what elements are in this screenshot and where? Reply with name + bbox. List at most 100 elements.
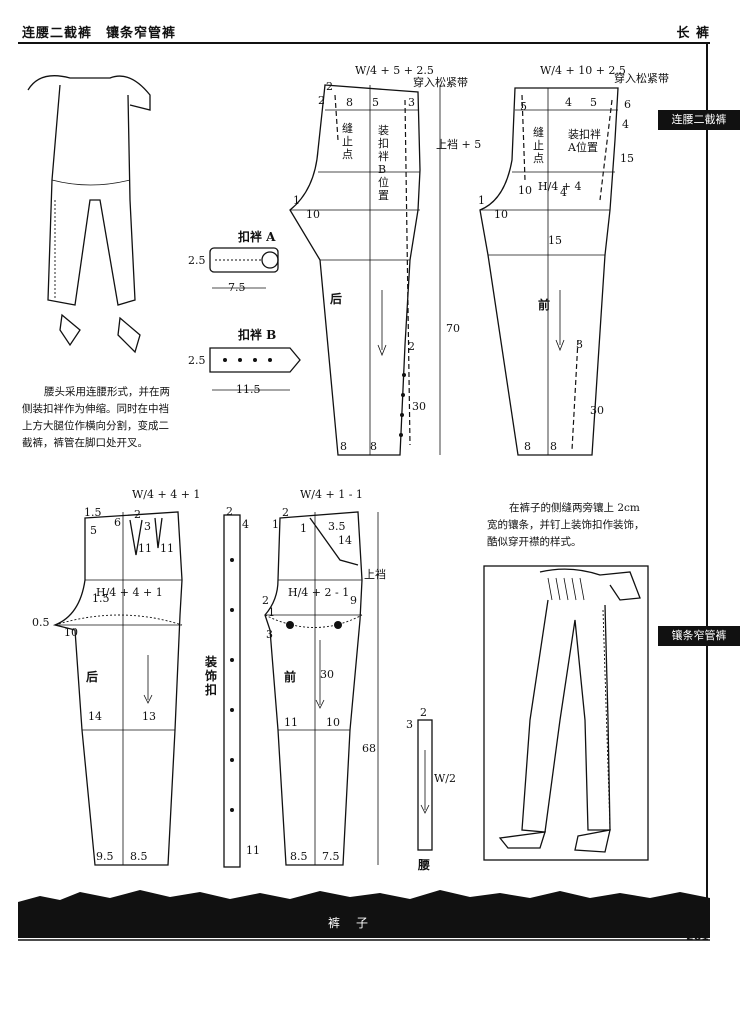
top-front-num-15a: 15 bbox=[620, 152, 634, 165]
bottom-front-num-1b: 1 bbox=[300, 522, 307, 535]
top-front-hem-8a: 8 bbox=[524, 440, 531, 453]
bottom-back-num-13: 13 bbox=[142, 710, 156, 723]
page-number: 261 bbox=[686, 930, 709, 943]
left-description-line-1: 腰头采用连腰形式，并在两 bbox=[44, 386, 170, 398]
tab-a-height: 2.5 bbox=[188, 254, 206, 267]
strip-num-2: 2 bbox=[226, 505, 233, 518]
top-front-num-3: 3 bbox=[576, 338, 583, 351]
waistband-label: 腰 bbox=[418, 858, 431, 872]
side-tab-1: 连腰二截裤 bbox=[658, 110, 740, 130]
waistband-num-2: 2 bbox=[420, 706, 427, 719]
top-back-elastic: 穿入松紧带 bbox=[413, 76, 468, 89]
bottom-back-hip-formula: H/4 + 4 + 1 bbox=[96, 586, 163, 599]
footer-band bbox=[18, 890, 710, 938]
top-back-hem-8b: 8 bbox=[370, 440, 377, 453]
bottom-front-num-1a: 1 bbox=[272, 518, 279, 531]
top-back-num-2b: 2 bbox=[326, 80, 333, 93]
bottom-back-num-11a: 11 bbox=[138, 542, 152, 555]
bottom-back-num-10: 10 bbox=[64, 626, 78, 639]
tab-b-title: 扣袢 B bbox=[238, 328, 277, 342]
bottom-front-num-8-5: 8.5 bbox=[290, 850, 308, 863]
bottom-back-num-2: 2 bbox=[134, 508, 141, 521]
top-back-slit: 30 bbox=[412, 400, 426, 413]
tab-b-height: 2.5 bbox=[188, 354, 206, 367]
header-left-title: 连腰二截裤 镶条窄管裤 bbox=[22, 26, 177, 41]
header-rule bbox=[18, 42, 710, 44]
strip-num-4: 4 bbox=[242, 518, 249, 531]
bottom-front-num-3-5: 3.5 bbox=[328, 520, 346, 533]
top-front-slit: 30 bbox=[590, 404, 604, 417]
bottom-front-num-11: 11 bbox=[284, 716, 298, 729]
bottom-front-num-10: 10 bbox=[326, 716, 340, 729]
deco-strip-label: 装饰扣 bbox=[205, 655, 218, 697]
bottom-back-num-5: 5 bbox=[90, 524, 97, 537]
footer-band-text: 裤 子 bbox=[328, 916, 371, 930]
bottom-back-num-14: 14 bbox=[88, 710, 102, 723]
bottom-front-hip-formula: H/4 + 2 - 1 bbox=[288, 586, 350, 599]
bottom-back-num-9-5: 9.5 bbox=[96, 850, 114, 863]
top-back-num-8: 8 bbox=[346, 96, 353, 109]
bottom-length: 68 bbox=[362, 742, 376, 755]
top-rise: 上裆 + 5 bbox=[436, 138, 482, 151]
right-description-line-2: 宽的镶条，并钉上装饰扣作装饰， bbox=[487, 519, 645, 531]
waistband-num-3: 3 bbox=[406, 718, 413, 731]
bottom-back-pattern bbox=[52, 511, 183, 866]
top-back-waist-formula: W/4 + 5 + 2.5 bbox=[355, 64, 434, 77]
top-front-stitch-point: 缝止点 bbox=[533, 126, 544, 165]
bottom-back-num-1-5b: 1.5 bbox=[92, 592, 110, 605]
bottom-back-num-11b: 11 bbox=[160, 542, 174, 555]
top-back-num-2c: 2 bbox=[408, 340, 415, 353]
top-back-num-1: 1 bbox=[293, 194, 300, 207]
bottom-front-pattern bbox=[264, 511, 379, 866]
top-front-num-10a: 10 bbox=[518, 184, 532, 197]
bottom-back-waist-formula: W/4 + 4 + 1 bbox=[132, 488, 201, 501]
right-margin-rule bbox=[706, 44, 708, 924]
bottom-front-num-9: 9 bbox=[350, 594, 357, 607]
bottom-back-num-0-5: 0.5 bbox=[32, 616, 50, 629]
figure-illustration-1 bbox=[27, 75, 151, 354]
tab-a-width: 7.5 bbox=[228, 281, 246, 294]
bottom-front-num-2b: 2 bbox=[262, 594, 269, 607]
right-description: 在裤子的侧缝两旁镶上 2cm 宽的镶条，并钉上装饰扣作装饰， 酷似穿开襟的样式。 bbox=[487, 500, 657, 551]
top-front-elastic: 穿入松紧带 bbox=[614, 72, 669, 85]
tab-b-drawing bbox=[209, 347, 301, 391]
top-back-num-5: 5 bbox=[372, 96, 379, 109]
top-front-hem-8b: 8 bbox=[550, 440, 557, 453]
waistband-formula: W/2 bbox=[434, 772, 457, 785]
top-back-tab-position: 装扣袢B位置 bbox=[378, 124, 389, 202]
top-back-hem-8a: 8 bbox=[340, 440, 347, 453]
bottom-front-label: 前 bbox=[284, 670, 297, 684]
bottom-front-num-1c: 1 bbox=[268, 606, 275, 619]
left-description-line-4: 截裤，裤管在脚口处开叉。 bbox=[22, 437, 148, 449]
bottom-front-num-7-5: 7.5 bbox=[322, 850, 340, 863]
top-front-num-5a: 5 bbox=[520, 100, 527, 113]
top-back-label: 后 bbox=[330, 292, 343, 306]
bottom-front-num-14: 14 bbox=[338, 534, 352, 547]
waistband-pattern bbox=[417, 719, 433, 851]
top-front-pattern bbox=[479, 87, 619, 456]
top-back-stitch-point: 缝止点 bbox=[342, 122, 353, 161]
tab-b-width: 11.5 bbox=[236, 383, 261, 396]
bottom-back-num-6: 6 bbox=[114, 516, 121, 529]
strip-num-11: 11 bbox=[246, 844, 260, 857]
top-front-num-15b: 15 bbox=[548, 234, 562, 247]
bottom-front-num-3: 3 bbox=[266, 628, 273, 641]
top-front-num-4b: 4 bbox=[622, 118, 629, 131]
bottom-rise: 上裆 bbox=[364, 568, 386, 581]
bottom-back-num-3: 3 bbox=[144, 520, 151, 533]
top-front-num-4a: 4 bbox=[565, 96, 572, 109]
top-back-num-10: 10 bbox=[306, 208, 320, 221]
tab-a-title: 扣袢 A bbox=[238, 230, 276, 244]
side-tab-2: 镶条窄管裤 bbox=[658, 626, 740, 646]
top-front-tab-position: 装扣袢A位置 bbox=[568, 128, 601, 154]
top-front-label: 前 bbox=[538, 298, 551, 312]
right-description-line-3: 酷似穿开襟的样式。 bbox=[487, 536, 582, 548]
bottom-front-waist-formula: W/4 + 1 - 1 bbox=[300, 488, 363, 501]
top-length: 70 bbox=[446, 322, 460, 335]
top-front-waist-formula: W/4 + 10 + 2.5 bbox=[540, 64, 626, 77]
tab-a-drawing bbox=[209, 247, 279, 289]
left-description: 腰头采用连腰形式，并在两 侧装扣袢作为伸缩。同时在中裆 上方大腿位作横向分割，变… bbox=[22, 384, 187, 452]
bottom-back-num-1-5a: 1.5 bbox=[84, 506, 102, 519]
right-description-line-1: 在裤子的侧缝两旁镶上 2cm bbox=[509, 502, 640, 514]
